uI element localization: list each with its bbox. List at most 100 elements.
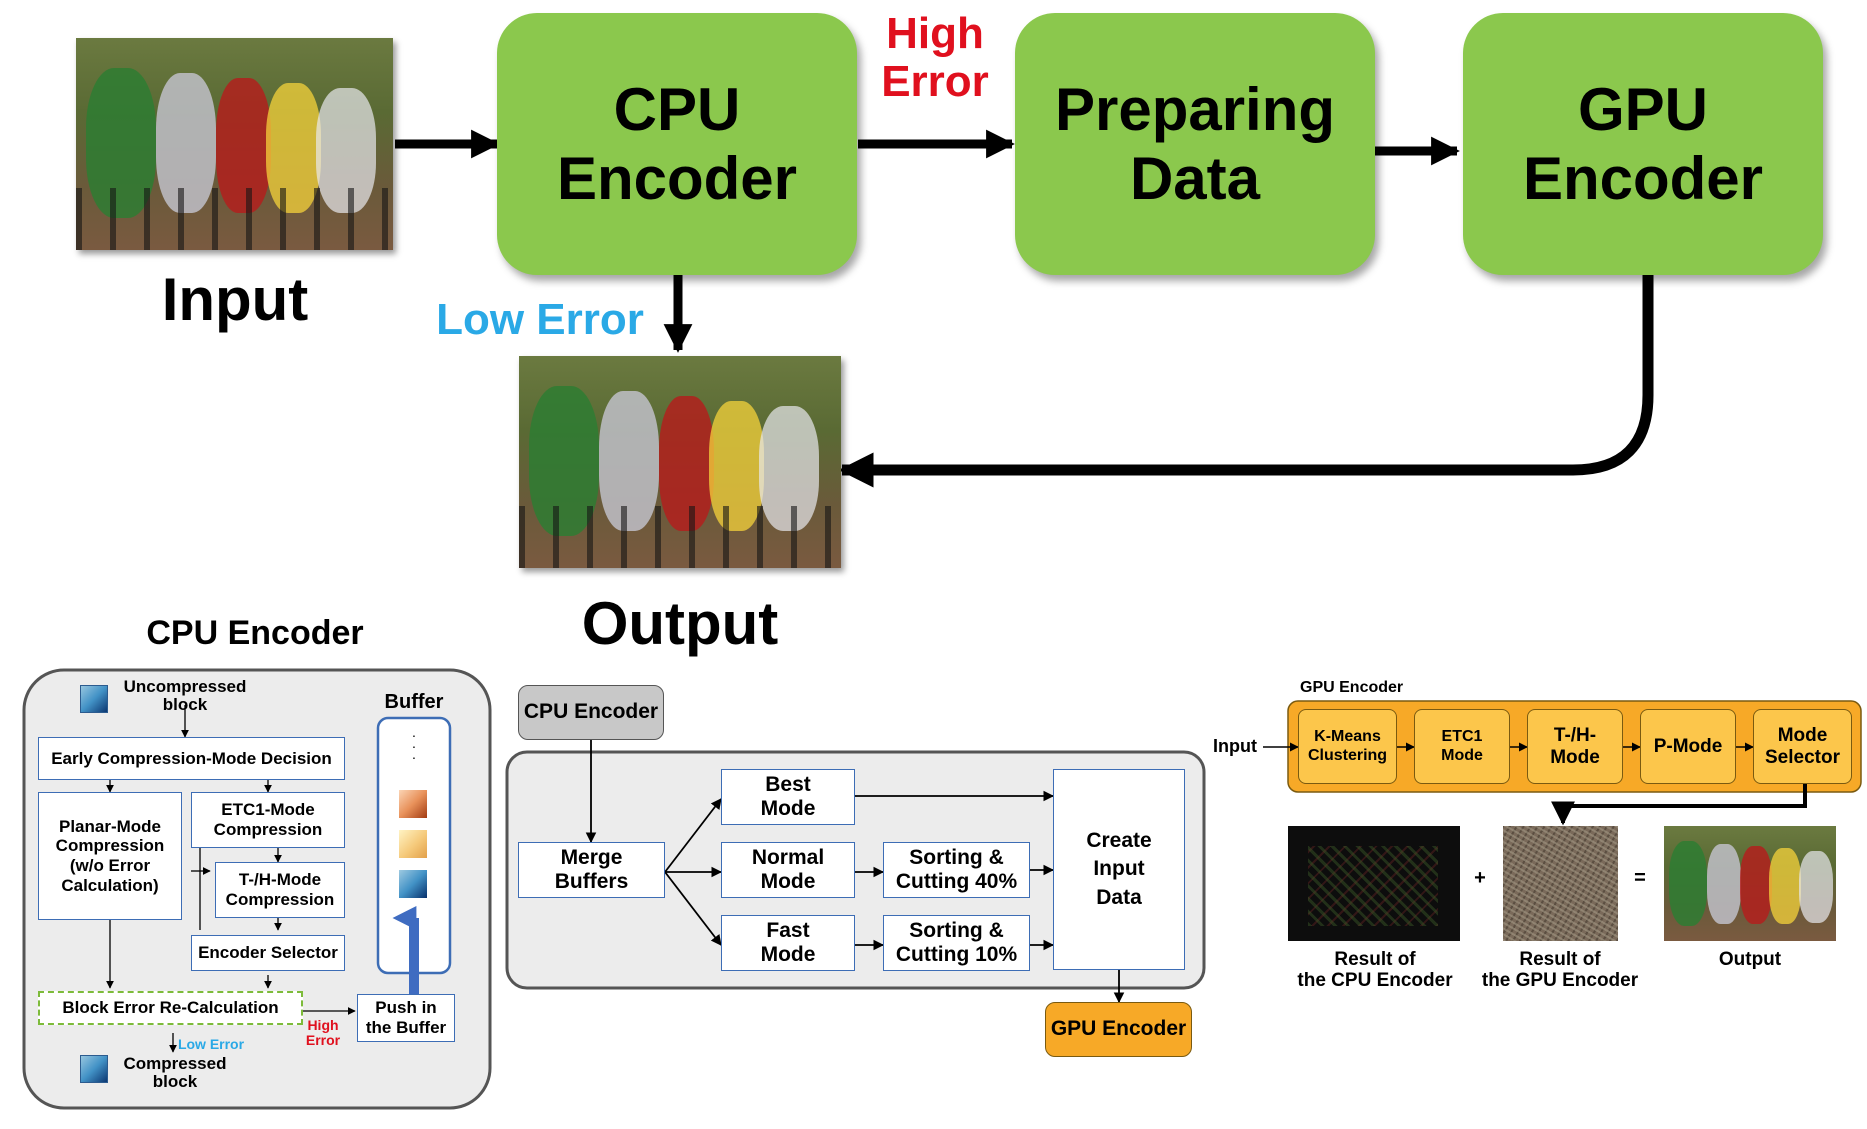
buffer-block-blue [399,870,427,898]
fast-mode-box: Fast Mode [721,915,855,971]
push-buffer-box: Push in the Buffer [357,994,455,1042]
result-cpu-label: Result of the CPU Encoder [1280,949,1470,991]
plus-sign: + [1474,867,1486,889]
mode-selector-box: Mode Selector [1753,709,1852,784]
compressed-block-label: Compressed block [110,1054,240,1092]
create-input-box: Create Input Data [1053,769,1185,970]
compressed-line-2: block [152,1072,198,1092]
kmeans-line-1: K-Means [1314,728,1381,746]
block-error-box: Block Error Re-Calculation [38,991,303,1025]
selector-line-1: Mode [1777,724,1828,746]
etc1-mode-box: ETC1-Mode Compression [191,792,345,848]
buffer-block-orange [399,790,427,818]
uncompressed-block-icon [80,685,108,713]
gpu-th-line-1: T-/H- [1553,724,1597,746]
th-line-1: T-/H-Mode [238,870,322,890]
encoder-selector-box: Encoder Selector [191,935,345,971]
gpu-th-box: T-/H- Mode [1527,709,1623,784]
gpu-etc1-line-1: ETC1 [1441,728,1483,746]
result-cpu-line-1: Result of [1334,949,1416,970]
cpu-low-error-label: Low Error [177,1036,245,1052]
mid-arrow-merge-to-fast [664,871,722,946]
best-line-2: Mode [760,797,816,820]
sort10-line-1: Sorting & [909,918,1004,942]
gpu-panel-title: GPU Encoder [1300,679,1404,696]
gpu-th-line-2: Mode [1550,746,1600,768]
planar-line-4: Calculation) [61,875,159,895]
gpu-encoder-line-2: Encoder [1522,145,1764,212]
sort10-line-2: Cutting 10% [895,943,1018,966]
normal-mode-box: Normal Mode [721,842,855,898]
fast-line-2: Mode [760,943,816,966]
best-line-1: Best [765,772,811,796]
cpu-result-image [1288,826,1460,941]
compressed-block-icon [80,1055,108,1083]
selector-line-2: Selector [1765,746,1840,768]
mid-gpu-encoder-box: GPU Encoder [1045,1002,1192,1057]
cpu-encoder-box: CPU Encoder [497,13,857,275]
gpu-input-label: Input [1213,736,1257,756]
result-cpu-line-2: the CPU Encoder [1297,969,1453,991]
gpu-etc1-box: ETC1 Mode [1414,709,1510,784]
cpu-panel-title: CPU Encoder [146,614,364,652]
create-line-2: Input [1093,857,1145,881]
merge-line-1: Merge [560,845,623,869]
high-error-label: High Error [870,10,1000,105]
planar-line-2: Compression [55,836,165,856]
gpu-output-image [1664,826,1836,941]
th-line-2: Compression [225,890,335,909]
low-error-label: Low Error [436,295,644,344]
sort40-line-1: Sorting & [909,845,1004,869]
buffer-dots: · · · [411,727,417,766]
gpu-etc1-line-2: Mode [1441,746,1483,764]
preparing-data-line-2: Data [1129,145,1261,212]
sorting-40-box: Sorting & Cutting 40% [883,842,1030,898]
mid-cpu-encoder-box: CPU Encoder [518,685,664,740]
cpu-high-error-line-2: Error [305,1032,341,1049]
th-mode-box: T-/H-Mode Compression [215,862,345,918]
early-decision-box: Early Compression-Mode Decision [38,737,345,780]
normal-line-2: Mode [760,870,816,893]
kmeans-line-2: Clustering [1307,746,1388,764]
kmeans-box: K-Means Clustering [1298,709,1397,784]
create-line-3: Data [1096,885,1142,909]
equals-sign: = [1634,867,1646,889]
gpu-encoder-box: GPU Encoder [1463,13,1823,275]
buffer-title: Buffer [384,691,444,713]
arrow-gpu-to-output [838,275,1654,488]
normal-line-1: Normal [751,845,825,869]
compressed-line-1: Compressed [123,1054,227,1073]
cpu-encoder-line-2: Encoder [556,145,798,212]
merge-line-2: Buffers [554,870,629,893]
result-gpu-label: Result of the GPU Encoder [1465,949,1655,991]
merge-buffers-box: Merge Buffers [518,842,665,898]
gpu-pmode-box: P-Mode [1640,709,1736,784]
cpu-high-error-line-1: High [307,1017,339,1033]
uncompressed-line-1: Uncompressed [123,677,247,696]
result-gpu-line-1: Result of [1519,949,1601,970]
sorting-10-box: Sorting & Cutting 10% [883,915,1030,971]
uncompressed-block-label: Uncompressed block [110,677,260,715]
result-gpu-line-2: the GPU Encoder [1481,969,1639,991]
fast-line-1: Fast [766,918,810,942]
preparing-data-box: Preparing Data [1015,13,1375,275]
input-image [76,38,393,250]
planar-line-1: Planar-Mode [58,816,162,836]
gpu-result-image [1503,826,1618,941]
planar-mode-box: Planar-Mode Compression (w/o Error Calcu… [38,792,182,920]
uncompressed-line-2: block [162,695,208,715]
mid-arrow-merge-to-best [664,798,722,873]
etc1-line-1: ETC1-Mode [221,800,315,820]
input-label: Input [161,266,309,333]
push-line-2: the Buffer [365,1018,447,1037]
push-line-1: Push in [375,998,437,1018]
preparing-data-line-1: Preparing [1054,76,1336,143]
output-image [519,356,841,568]
planar-line-3: (w/o Error [69,856,151,875]
sort40-line-2: Cutting 40% [895,870,1018,893]
high-error-line-2: Error [881,56,989,106]
etc1-line-2: Compression [213,820,323,839]
cpu-high-error-label: High Error [300,1017,346,1049]
buffer-block-yellow [399,830,427,858]
high-error-line-1: High [886,9,984,58]
